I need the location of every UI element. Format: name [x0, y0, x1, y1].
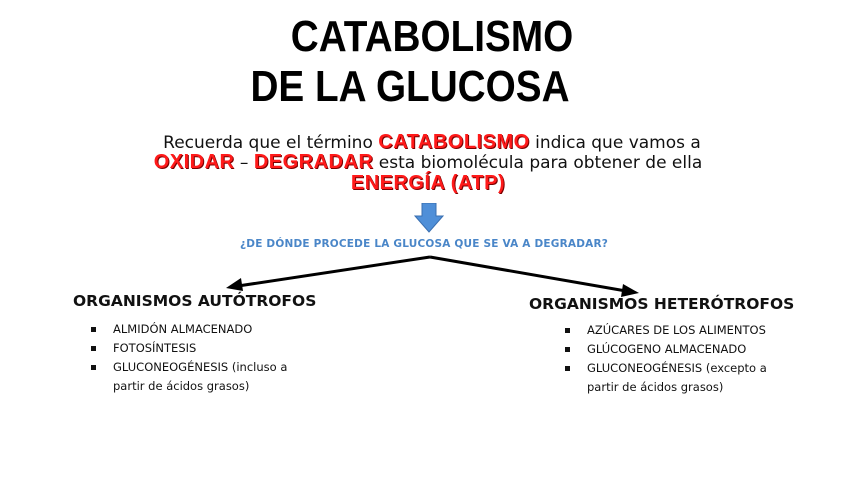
list-item-continuation: partir de ácidos grasos): [113, 379, 250, 393]
list-item: GLÚCOGENO ALMACENADO: [565, 340, 767, 359]
down-arrow-icon: [414, 203, 444, 233]
bullet-icon: [91, 327, 96, 332]
list-item-text: GLÚCOGENO ALMACENADO: [587, 342, 747, 356]
highlight-oxidar: OXIDAR: [153, 151, 235, 173]
heterotrofos-list: AZÚCARES DE LOS ALIMENTOS GLÚCOGENO ALMA…: [565, 321, 767, 397]
heterotrofos-title: ORGANISMOS HETERÓTROFOS: [529, 295, 795, 313]
list-item-text: GLUCONEOGÉNESIS (excepto a: [587, 361, 767, 375]
branch-arrows-icon: [226, 255, 639, 297]
list-item-text: GLUCONEOGÉNESIS (incluso a: [113, 360, 288, 374]
list-item: GLUCONEOGÉNESIS (excepto a partir de ácid…: [565, 359, 767, 397]
list-item-continuation: partir de ácidos grasos): [587, 380, 724, 394]
list-item-text: FOTOSÍNTESIS: [113, 341, 197, 355]
intro-line-3: ENERGÍA (ATP): [4, 173, 848, 195]
intro-line-1: Recuerda que el término CATABOLISMO indi…: [8, 132, 848, 154]
list-item: GLUCONEOGÉNESIS (incluso a partir de ácid…: [91, 358, 287, 396]
highlight-catabolismo: CATABOLISMO: [378, 131, 530, 153]
bullet-icon: [91, 346, 96, 351]
bullet-icon: [565, 347, 570, 352]
highlight-energia: ENERGÍA (ATP): [350, 172, 506, 194]
list-item: AZÚCARES DE LOS ALIMENTOS: [565, 321, 767, 340]
intro-text: Recuerda que el término: [163, 133, 379, 153]
autotrofos-title: ORGANISMOS AUTÓTROFOS: [73, 292, 317, 310]
list-item-text: ALMIDÓN ALMACENADO: [113, 322, 253, 336]
list-item: FOTOSÍNTESIS: [91, 339, 287, 358]
list-item-text: AZÚCARES DE LOS ALIMENTOS: [587, 323, 766, 337]
bullet-icon: [565, 328, 570, 333]
autotrofos-list: ALMIDÓN ALMACENADO FOTOSÍNTESIS GLUCONEO…: [91, 320, 287, 396]
bullet-icon: [91, 365, 96, 370]
slide-title-line-2: DE LA GLUCOSA: [250, 62, 570, 111]
intro-text: indica que vamos a: [529, 133, 701, 153]
intro-line-2: OXIDAR – DEGRADAR esta biomolécula para …: [4, 152, 848, 174]
slide-title-line-1: CATABOLISMO: [290, 12, 574, 61]
list-item: ALMIDÓN ALMACENADO: [91, 320, 287, 339]
intro-text: esta biomolécula para obtener de ella: [373, 153, 703, 173]
question-text: ¿DE DÓNDE PROCEDE LA GLUCOSA QUE SE VA A…: [239, 238, 609, 250]
bullet-icon: [565, 366, 570, 371]
intro-separator: –: [234, 153, 254, 173]
highlight-degradar: DEGRADAR: [253, 151, 374, 173]
